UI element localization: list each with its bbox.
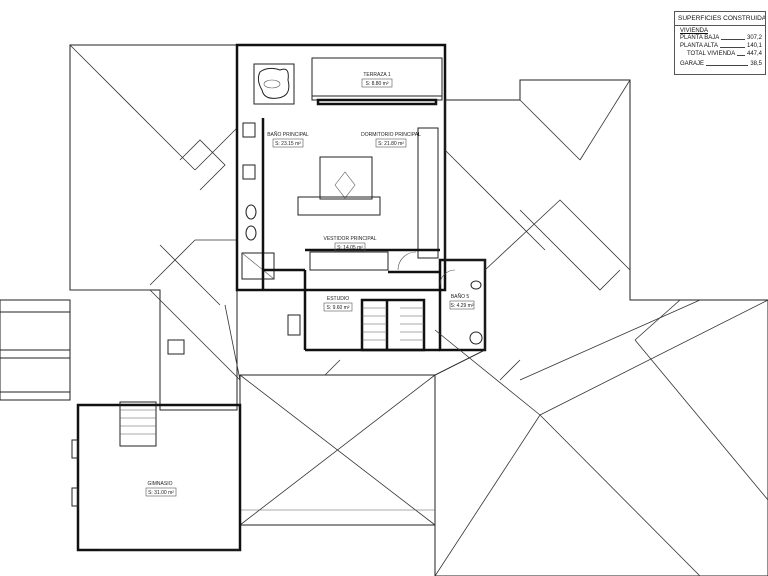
- room-name: DORMITORIO PRINCIPAL: [361, 132, 421, 138]
- left-strip-roof: [0, 299, 71, 401]
- room-area: S: 31.00 m²: [148, 490, 174, 496]
- surface-legend: SUPERFICIES CONSTRUIDAS VIVIENDA PLANTA …: [674, 11, 766, 75]
- legend-label: TOTAL VIVIENDA: [687, 51, 736, 57]
- lower-center-roof: [239, 359, 436, 526]
- room-label-estudio: ESTUDIO S: 9.60 m²: [323, 296, 353, 312]
- room-label-vestidor: VESTIDOR PRINCIPAL S: 14.05 m²: [324, 236, 377, 252]
- room-label-gimnasio: GIMNASIO S: 31.00 m²: [145, 481, 177, 497]
- legend-value: 447,4: [746, 51, 762, 57]
- legend-label: PLANTA ALTA: [680, 43, 719, 49]
- gym: [71, 401, 242, 552]
- room-label-bano5: BAÑO 5 S: 4.29 m²: [449, 293, 475, 310]
- legend-row: GARAJE 38,5: [675, 60, 765, 68]
- room-label-bano-principal: BAÑO PRINCIPAL S: 23.15 m²: [267, 131, 309, 148]
- room-name: GIMNASIO: [147, 481, 172, 487]
- legend-label: PLANTA BAJA: [680, 35, 720, 41]
- room-area: S: 23.15 m²: [275, 141, 301, 147]
- room-area: S: 8.80 m²: [365, 81, 388, 87]
- room-name: TERRAZA 1: [363, 72, 390, 78]
- legend-value: 307,2: [746, 35, 762, 41]
- room-label-terraza: TERRAZA 1 S: 8.80 m²: [361, 72, 393, 88]
- legend-value: 38,5: [750, 61, 762, 67]
- legend-row: PLANTA ALTA 140,1: [675, 42, 765, 50]
- room-area: S: 4.29 m²: [450, 303, 473, 309]
- room-area: S: 9.60 m²: [326, 305, 349, 311]
- legend-section: VIVIENDA: [680, 28, 709, 34]
- room-name: ESTUDIO: [327, 296, 349, 302]
- room-name: BAÑO 5: [451, 293, 470, 300]
- upper-floor: [235, 43, 487, 352]
- room-name: BAÑO PRINCIPAL: [267, 131, 309, 138]
- room-label-dormitorio: DORMITORIO PRINCIPAL S: 21.80 m²: [361, 132, 421, 148]
- room-name: VESTIDOR PRINCIPAL: [324, 236, 377, 242]
- right-roof: [434, 79, 768, 576]
- room-area: S: 21.80 m²: [378, 141, 404, 147]
- legend-label: GARAJE: [680, 61, 705, 67]
- legend-row: TOTAL VIVIENDA 447,4: [675, 50, 765, 58]
- room-area: S: 14.05 m²: [337, 245, 363, 251]
- legend-value: 140,1: [746, 43, 762, 49]
- legend-row: PLANTA BAJA 307,2: [675, 34, 765, 42]
- left-roof: [69, 44, 301, 411]
- legend-title: SUPERFICIES CONSTRUIDAS: [675, 12, 765, 26]
